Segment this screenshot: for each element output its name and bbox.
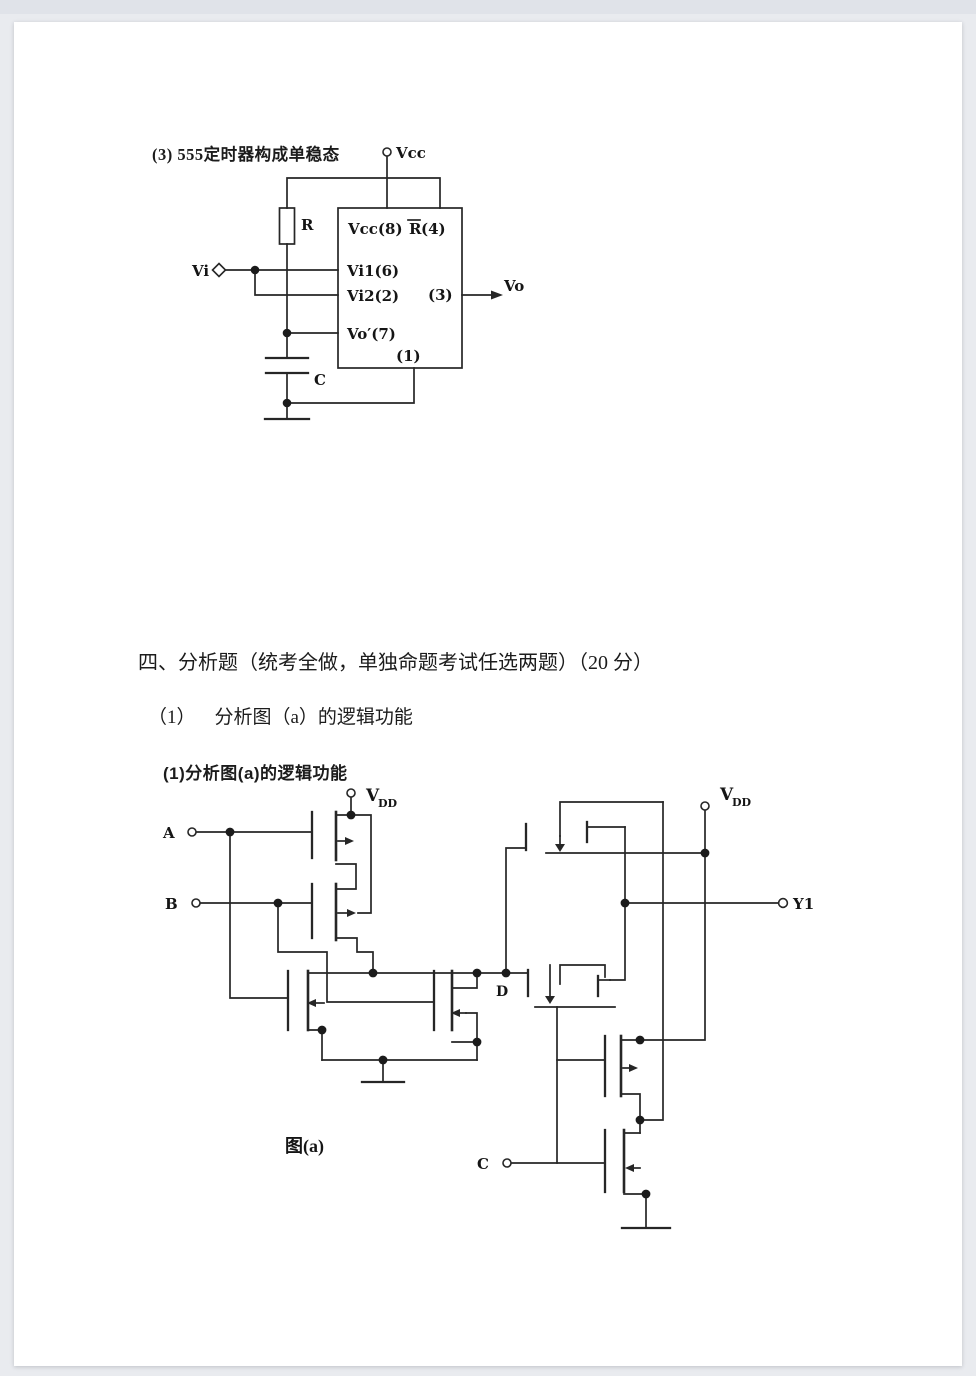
input-c-terminal	[502, 1158, 512, 1168]
resistor-r-label: R	[301, 216, 314, 234]
tg2-arrow-icon	[545, 996, 555, 1004]
circuit-555-monostable: Vcc R Vi Vcc(8) R (4) Vi1(6) Vi2(2) Vo′(…	[191, 144, 524, 421]
pin-vcc8-label: Vcc(8)	[347, 220, 403, 238]
nmos5-arrow-icon	[629, 1064, 638, 1072]
pmos1-arrow-icon	[345, 837, 354, 845]
vi-terminal	[211, 262, 227, 278]
paper	[14, 22, 962, 1366]
input-a-terminal	[187, 827, 197, 837]
circuit-cmos-figure-a: A B V DD V DD Y1 D C 图(a)	[162, 785, 814, 1230]
capacitor-c-label: C	[314, 371, 326, 389]
nmos4-arrow-icon	[451, 1009, 460, 1017]
section-4-title: 四、分析题（统考全做，单独命题考试任选两题）（20 分）	[138, 652, 653, 674]
input-a-label: A	[162, 824, 175, 842]
vdd-left-label: V	[365, 786, 380, 806]
pmos2-arrow-icon	[347, 909, 356, 917]
input-b-terminal	[191, 898, 201, 908]
node-d-label: D	[496, 984, 508, 1000]
output-arrow-icon	[491, 290, 503, 300]
pin-vi1-label: Vi1(6)	[346, 262, 399, 280]
vo-label: Vo	[503, 277, 524, 295]
resistor-r-body	[278, 207, 296, 245]
section-4-item-1: （1） 分析图（a）的逻辑功能	[148, 707, 413, 728]
ic-555-box	[337, 207, 463, 369]
pin-reset-number: (4)	[421, 220, 446, 238]
pin-reset-label: R	[409, 220, 422, 238]
output-y1-label: Y1	[792, 895, 814, 913]
pin-vo7-label: Vo′(7)	[346, 325, 396, 343]
vcc-terminal	[382, 147, 392, 157]
figure-a-label: 图(a)	[285, 1136, 324, 1157]
vdd-right-terminal	[700, 801, 710, 811]
pin-3-label: (3)	[428, 286, 453, 304]
output-y1-terminal	[777, 897, 789, 909]
input-c-label: C	[477, 1155, 489, 1173]
vdd-right-subscript: DD	[732, 796, 752, 809]
figure-a-caption: (1)分析图(a)的逻辑功能	[163, 764, 348, 783]
vdd-left-subscript: DD	[378, 797, 398, 810]
cmos-wires	[195, 796, 780, 1230]
circuit-555-wires	[223, 155, 503, 421]
vdd-left-terminal	[346, 788, 356, 798]
nmos3-arrow-icon	[307, 999, 316, 1007]
tg1-arrow-icon	[555, 844, 565, 852]
question-3-title: (3) 555定时器构成单稳态	[152, 145, 340, 164]
pin-vi2-label: Vi2(2)	[346, 287, 399, 305]
vi-label: Vi	[191, 262, 209, 280]
page-top-strip	[0, 0, 976, 14]
input-b-label: B	[165, 895, 178, 913]
nmos6-arrow-icon	[625, 1164, 634, 1172]
pin-1-label: (1)	[396, 347, 421, 365]
vcc-label: Vcc	[395, 144, 426, 162]
vdd-right-label: V	[719, 785, 734, 805]
